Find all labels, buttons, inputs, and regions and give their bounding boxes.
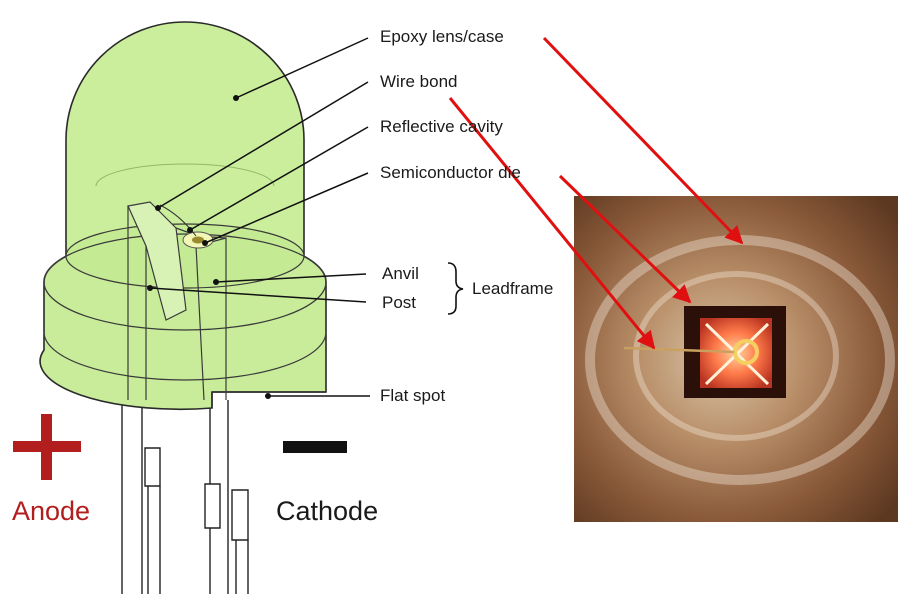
cathode-minus-icon — [283, 441, 347, 453]
label-wire-bond: Wire bond — [380, 72, 457, 92]
led-die-photo — [574, 196, 898, 522]
label-post: Post — [382, 293, 416, 313]
label-flat-spot: Flat spot — [380, 386, 445, 406]
anode-plus-icon — [13, 414, 81, 480]
label-epoxy-lens: Epoxy lens/case — [380, 27, 504, 47]
leadframe-bracket — [448, 263, 463, 314]
reflective-cavity — [183, 232, 213, 248]
label-semiconductor-die: Semiconductor die — [380, 163, 521, 183]
cathode-lead — [205, 400, 248, 594]
label-anode: Anode — [12, 496, 90, 527]
epoxy-lens-body — [40, 22, 326, 409]
anode-lead — [122, 400, 160, 594]
label-leadframe: Leadframe — [472, 279, 553, 299]
label-reflective-cavity: Reflective cavity — [380, 117, 503, 137]
label-anvil: Anvil — [382, 264, 419, 284]
label-cathode: Cathode — [276, 496, 378, 527]
